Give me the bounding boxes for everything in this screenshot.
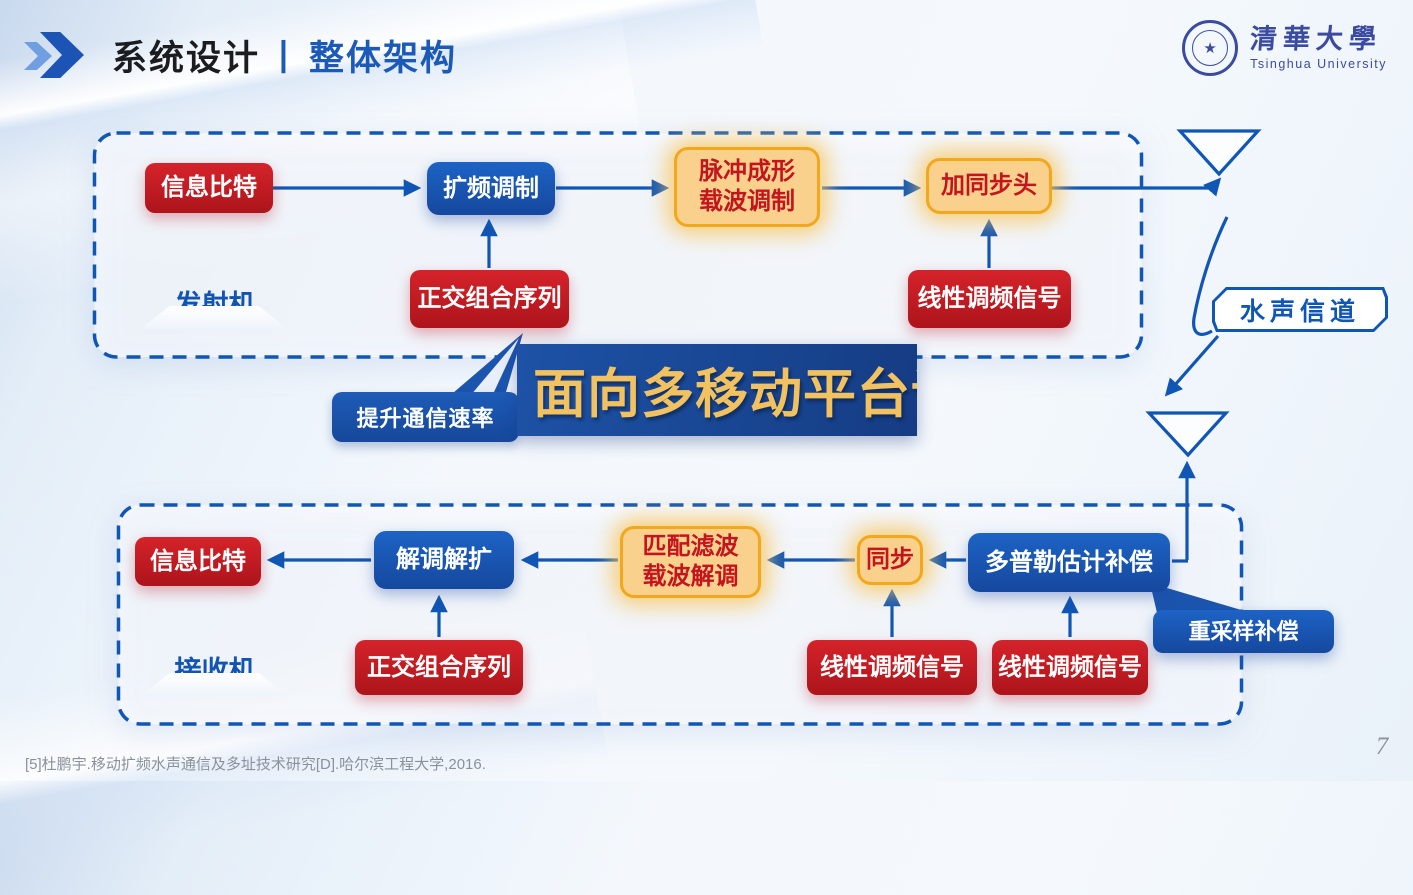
node-rx-matched-filter: 匹配滤波 载波解调 [620, 526, 761, 598]
receiver-platform [140, 673, 288, 696]
node-rx-info-bits: 信息比特 [135, 537, 261, 586]
channel-curve [1192, 216, 1229, 336]
highlight-banner: 面向多移动平台讠 [517, 344, 917, 436]
node-rx-demod-despread: 解调解扩 [374, 531, 514, 589]
resample-callout-tail [1150, 583, 1248, 617]
speed-callout-tail [446, 333, 523, 399]
citation: [5]杜鹏宇.移动扩频水声通信及多址技术研究[D].哈尔滨工程大学,2016. [25, 756, 486, 773]
node-tx-lfm-signal: 线性调频信号 [908, 270, 1071, 328]
title-primary: 系统设计 [112, 38, 261, 78]
speed-callout: 提升通信速率 [332, 392, 519, 442]
title-separator: 丨 [266, 38, 304, 78]
node-rx-lfm-signal-2: 线性调频信号 [992, 640, 1148, 695]
arrow-syncheader-to-antenna [1050, 177, 1222, 197]
tsinghua-seal-icon: ★ [1182, 20, 1239, 76]
node-rx-sync: 同步 [857, 535, 923, 585]
node-rx-resample-comp: 重采样补偿 [1153, 610, 1334, 653]
antenna-icon [1176, 129, 1262, 177]
speed-callout-tail-fold [470, 338, 519, 396]
university-logo: ★ 清華大學 Tsinghua University [1182, 20, 1387, 76]
seal-star-icon: ★ [1192, 30, 1229, 66]
node-rx-lfm-signal-1: 线性调频信号 [807, 640, 977, 695]
node-tx-pulse-shaping: 脉冲成形 载波调制 [674, 147, 820, 227]
banner-text: 面向多移动平台 [533, 365, 911, 424]
node-tx-orthogonal-seq: 正交组合序列 [410, 270, 569, 328]
channel-label: 水声信道 [1215, 290, 1385, 329]
antenna-icon [1145, 411, 1230, 458]
node-rx-orthogonal-seq: 正交组合序列 [355, 640, 523, 695]
node-tx-spread-modulation: 扩频调制 [427, 162, 555, 215]
header: 系统设计丨整体架构 [24, 24, 457, 86]
node-rx-doppler-comp: 多普勒估计补偿 [968, 533, 1170, 592]
channel-box: 水声信道 [1212, 287, 1388, 332]
title-secondary: 整体架构 [309, 38, 458, 78]
transmitter-platform [140, 306, 288, 329]
node-tx-add-sync-header: 加同步头 [926, 158, 1052, 214]
node-tx-info-bits: 信息比特 [145, 163, 273, 213]
double-chevron-icon [24, 30, 98, 80]
banner-partial-char: 讠 [911, 365, 917, 424]
university-name-en: Tsinghua University [1250, 57, 1387, 72]
page-number: 7 [1375, 733, 1389, 760]
page-title: 系统设计丨整体架构 [112, 30, 457, 81]
arrow-channel-to-antenna2 [1164, 334, 1220, 397]
